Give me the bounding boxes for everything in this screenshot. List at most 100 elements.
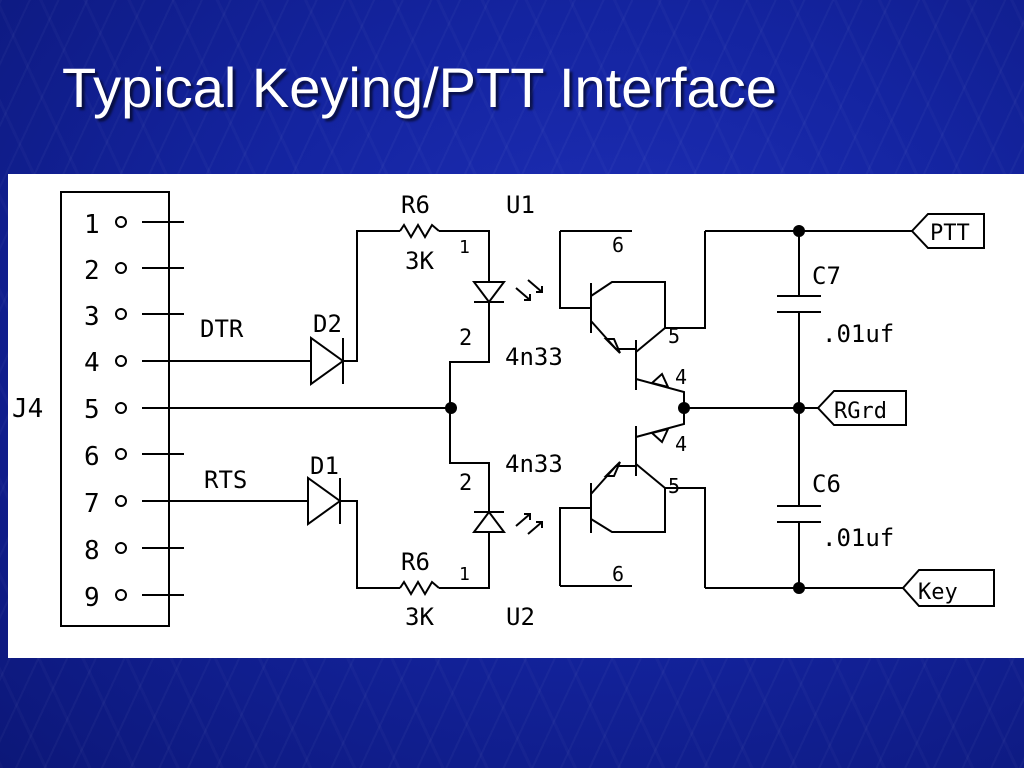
u2-pin-6-label: 6: [612, 562, 624, 586]
ptt-port-label: PTT: [930, 221, 970, 246]
keying-ptt-schematic: J4 1 2 3 4 5 6 7: [12, 191, 995, 631]
connector-pin-8: 8: [84, 536, 184, 566]
u1-q2-emitter-arrow: [649, 372, 670, 389]
led-u2-cathode-wire: [449, 408, 490, 512]
resistor-r6-top-zigzag: [399, 223, 440, 239]
u1-q1-collector: [590, 281, 666, 310]
pin-2-number: 2: [84, 256, 100, 286]
key-port-flag: [901, 569, 995, 607]
connector-pin-2: 2: [84, 256, 184, 286]
connector-pin-4: 4: [84, 348, 127, 378]
connector-pin-7: 7: [84, 489, 127, 519]
u1-pin-6-label: 6: [612, 233, 624, 257]
ptt-port-flag: [910, 213, 985, 249]
diode-d2-body: [310, 336, 345, 386]
u2-q2-emitter-arrow: [649, 427, 670, 444]
pin-6-contact: [115, 448, 127, 460]
led-u2: 1 2: [459, 471, 543, 585]
capacitor-c7: C7 .01uf: [777, 231, 894, 408]
led-u1-light-arrow-1: [515, 287, 531, 301]
resistor-r6-bottom-zigzag: [399, 580, 440, 596]
u1-pin-4-label: 4: [675, 365, 687, 389]
capacitor-c7-value: .01uf: [822, 320, 894, 348]
schematic-panel: J4 1 2 3 4 5 6 7: [8, 174, 1024, 658]
key-junction: [793, 582, 805, 594]
connector-pin-6: 6: [84, 442, 184, 472]
pin-1-number: 1: [84, 210, 100, 240]
r6-to-led-u2-wire: [439, 532, 490, 589]
pin-5-contact: [115, 402, 127, 414]
slide-title: Typical Keying/PTT Interface: [62, 56, 777, 119]
u1-collector-wire: [664, 231, 706, 329]
resistor-r6-top-ref: R6: [401, 191, 430, 219]
u1-base-wire: [559, 231, 591, 309]
key-port-label: Key: [918, 580, 958, 605]
led-u2-light-arrow-1: [515, 513, 531, 527]
led-u1: 1 2: [459, 237, 543, 351]
ptt-port: PTT: [910, 213, 985, 249]
connector-pin-3: 3: [84, 302, 184, 332]
u1-pin-2-label: 2: [459, 326, 472, 351]
dtr-signal-label: DTR: [200, 315, 244, 343]
emitter-junction: [678, 402, 690, 414]
u1-pin-5-label: 5: [668, 324, 680, 348]
capacitor-c6-value: .01uf: [822, 524, 894, 552]
rgrd-port-flag: [816, 390, 907, 426]
resistor-r6-top-value: 3K: [405, 247, 434, 275]
u1-q1-emitter: [590, 320, 636, 350]
diode-d2-label: D2: [313, 310, 342, 338]
pin-8-number: 8: [84, 536, 100, 566]
connector-j4-label: J4: [12, 394, 43, 424]
u2-pin-5-label: 5: [668, 474, 680, 498]
u2-q1-emitter: [590, 465, 636, 495]
capacitor-c6: C6 .01uf: [777, 408, 894, 588]
u1-q1-emitter-arrow: [603, 338, 621, 354]
u1-q2-collector: [635, 327, 666, 353]
led-u1-light-arrow-2: [527, 279, 543, 293]
capacitor-c6-ref: C6: [812, 470, 841, 498]
optocoupler-u1-ref: U1: [506, 191, 535, 219]
transistor-u1: 6 4 5: [559, 230, 706, 408]
key-port: Key: [901, 569, 995, 607]
pin-5-number: 5: [84, 395, 100, 425]
rgrd-port: RGrd: [816, 390, 907, 426]
r6-to-led-u1-wire: [439, 230, 490, 282]
led-u1-cathode-wire: [449, 302, 490, 408]
pin-7-contact: [115, 495, 127, 507]
diode-d1: D1: [307, 452, 342, 526]
connector-pin-9: 9: [84, 583, 184, 613]
u2-q1-collector: [590, 504, 666, 533]
pin-4-number: 4: [84, 348, 100, 378]
resistor-r6-bottom-value: 3K: [405, 603, 434, 631]
resistor-r6-bottom-ref: R6: [401, 548, 430, 576]
diode-d2: D2: [310, 310, 345, 386]
diode-d1-body: [307, 476, 342, 526]
u2-pin-1-label: 1: [459, 564, 470, 585]
pin-3-contact: [115, 308, 127, 320]
u2-pin-2-label: 2: [459, 471, 472, 496]
pin-9-number: 9: [84, 583, 100, 613]
u1-pin-1-label: 1: [459, 237, 470, 258]
resistor-r6-top: R6 3K: [399, 191, 440, 275]
d1-to-r6-wire: [340, 500, 400, 589]
pin-6-number: 6: [84, 442, 100, 472]
pin-9-contact: [115, 589, 127, 601]
u2-q1-emitter-arrow: [603, 461, 621, 477]
transistor-u2: 6 4 5: [559, 408, 706, 588]
rts-signal-label: RTS: [204, 466, 247, 494]
optocoupler-u2-part: 4n33: [505, 450, 563, 478]
u2-pin-4-label: 4: [675, 432, 687, 456]
connector-pin-1: 1: [84, 210, 184, 240]
led-u2-body: [472, 510, 506, 533]
optocoupler-u2-ref: U2: [506, 603, 535, 631]
pin-4-contact: [115, 355, 127, 367]
diode-d1-label: D1: [310, 452, 339, 480]
pin-2-contact: [115, 262, 127, 274]
pin-8-contact: [115, 542, 127, 554]
pin-7-number: 7: [84, 489, 100, 519]
led-u1-body: [472, 281, 506, 304]
capacitor-c7-ref: C7: [812, 262, 841, 290]
pin-1-contact: [115, 216, 127, 228]
u2-q2-collector: [635, 463, 666, 489]
resistor-r6-bottom: R6 3K: [399, 548, 440, 631]
